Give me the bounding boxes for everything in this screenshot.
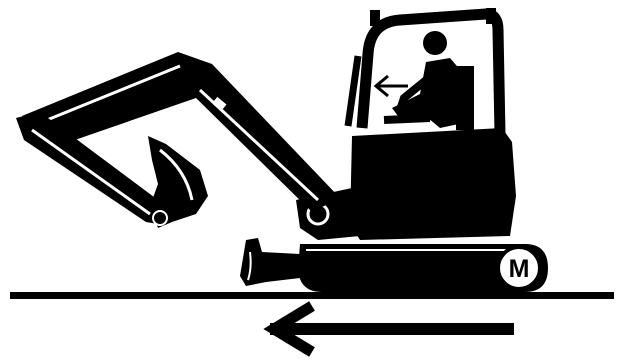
marker-label: M (509, 255, 530, 283)
circled-m-icon: M (498, 247, 540, 289)
operator-icon (384, 31, 474, 130)
ground-line (10, 292, 614, 299)
travel-direction-arrow-icon (270, 306, 514, 352)
cab-arrow-left-icon (376, 76, 408, 96)
mini-excavator-icon (16, 8, 548, 292)
cab-body (350, 128, 516, 240)
